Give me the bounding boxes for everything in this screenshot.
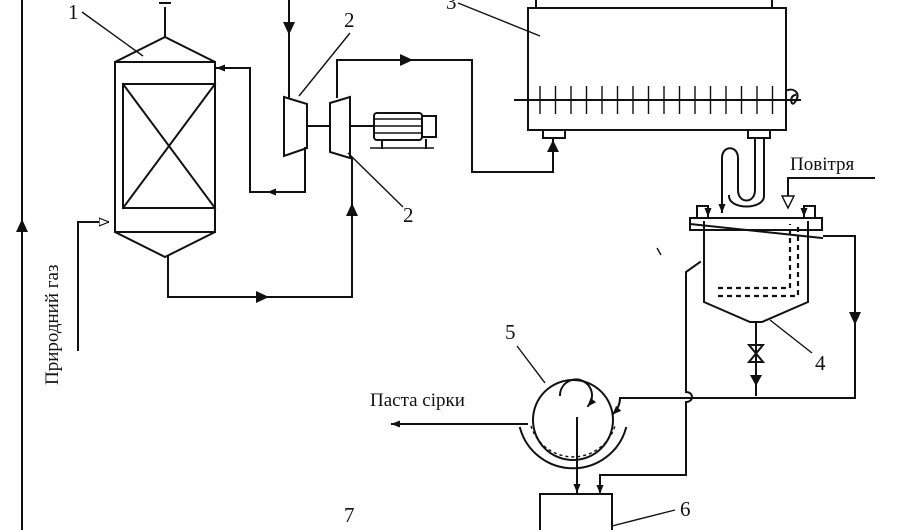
receiver-number: 6: [680, 497, 691, 521]
horizontal-vessel: [514, 0, 801, 139]
compressor-right: [329, 95, 351, 160]
compressor-top-leader: [298, 32, 351, 97]
drum-filter: [518, 378, 628, 493]
pipe-reactor-bottom-to-compressor: [167, 157, 358, 303]
drum-filter-number: 5: [505, 320, 516, 344]
compressor-left: [283, 95, 308, 158]
u-tube-connection: [718, 137, 765, 213]
left-return-line: [16, 0, 28, 530]
reactor: [114, 2, 217, 259]
compressor-bottom-number: 2: [403, 203, 414, 227]
natural-gas-inlet: [77, 222, 109, 351]
flotation-tank: [688, 205, 824, 396]
tank-leader: [769, 319, 813, 354]
reactor-number: 1: [68, 0, 79, 24]
vessel-leader: [457, 2, 541, 37]
receiver-leader: [611, 509, 676, 527]
pipe-compressor-to-vessel: [336, 54, 559, 173]
reactor-leader: [81, 11, 144, 57]
pipe-reactor-to-compressor: [216, 0, 306, 196]
drum-filter-leader: [516, 345, 546, 384]
vessel-number: 3: [446, 0, 457, 14]
item-7-number: 7: [344, 503, 355, 527]
sulfur-paste-label: Паста сірки: [370, 390, 465, 411]
motor: [370, 112, 437, 149]
tank-side-loop: [611, 235, 861, 416]
compressor-top-number: 2: [344, 8, 355, 32]
air-inlet: [780, 177, 875, 210]
vessel-agitator-blades: [539, 86, 774, 114]
tank-number: 4: [815, 351, 826, 375]
tank-return-line: [596, 260, 702, 494]
stray-mark: [656, 247, 662, 256]
air-label: Повітря: [790, 154, 855, 175]
natural-gas-label: Природний газ: [42, 265, 63, 386]
compressor-bottom-leader: [347, 152, 404, 208]
receiver-tank: [539, 493, 613, 530]
